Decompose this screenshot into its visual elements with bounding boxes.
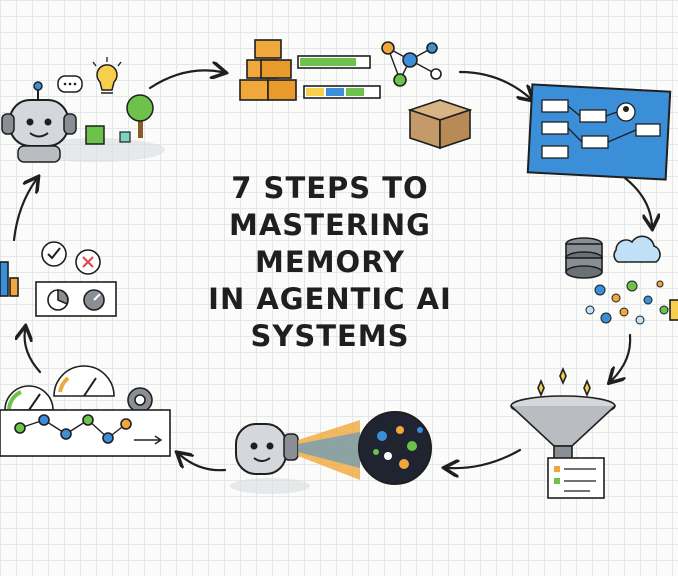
robot-thinking-icon	[1, 57, 165, 163]
title-line-3: IN AGENTIC AI	[208, 282, 452, 316]
arrow-5-to-6	[448, 448, 522, 468]
diagram-title: 7 STEPS TO MASTERING MEMORY IN AGENTIC A…	[150, 170, 510, 355]
filter-funnel-icon	[510, 366, 616, 499]
arrow-7-to-8	[25, 330, 42, 374]
arrow-6-to-7	[180, 455, 227, 472]
arrow-4-to-5	[612, 333, 632, 380]
arrow-3-to-4	[623, 176, 652, 225]
arrow-8-to-1	[12, 180, 36, 242]
title-line-1: 7 STEPS TO	[231, 171, 429, 205]
cycle-arrows	[12, 70, 652, 472]
evaluation-gauges-icon	[0, 365, 171, 457]
arrow-2-to-3	[458, 70, 530, 98]
workflow-diagram-icon	[526, 83, 672, 181]
title-line-2: MASTERING MEMORY	[229, 208, 431, 279]
robot-retrieval-icon	[230, 411, 432, 494]
feedback-checks-icon	[0, 241, 117, 317]
arrow-1-to-2	[148, 70, 222, 90]
title-line-4: SYSTEMS	[250, 319, 410, 353]
data-sources-icon	[565, 235, 678, 325]
memory-blocks-icon	[239, 39, 473, 150]
